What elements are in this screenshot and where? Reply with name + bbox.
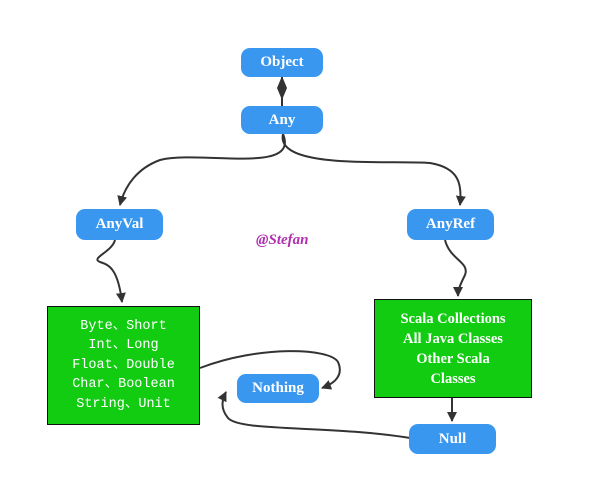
edge-valuetypes-nothing <box>199 350 341 390</box>
value-type-line: Float、Double <box>72 357 175 373</box>
node-anyref-label: AnyRef <box>425 216 476 232</box>
diamond-marker <box>277 76 287 100</box>
value-type-line: Byte、Short <box>80 318 167 334</box>
value-type-line: String、Unit <box>76 396 171 412</box>
node-any[interactable]: Any <box>241 106 323 134</box>
edge-null-nothing <box>217 391 411 439</box>
node-null-label: Null <box>438 430 467 447</box>
node-null[interactable]: Null <box>409 424 496 454</box>
node-nothing-label: Nothing <box>252 380 304 396</box>
edge-any-anyref <box>281 133 466 206</box>
node-anyval[interactable]: AnyVal <box>76 209 163 240</box>
node-object-label: Object <box>260 54 304 70</box>
node-anyref[interactable]: AnyRef <box>407 209 494 240</box>
watermark: @Stefan <box>256 232 309 248</box>
node-reference-types[interactable]: Scala Collections All Java Classes Other… <box>374 299 532 398</box>
node-object[interactable]: Object <box>241 48 323 77</box>
ref-type-line: All Java Classes <box>403 330 503 347</box>
ref-type-line: Scala Collections <box>400 310 506 327</box>
node-anyval-label: AnyVal <box>95 216 144 232</box>
node-nothing[interactable]: Nothing <box>237 374 319 403</box>
value-type-line: Int、Long <box>88 338 159 354</box>
ref-type-line: Other Scala <box>416 350 490 367</box>
node-any-label: Any <box>268 111 296 128</box>
value-type-line: Char、Boolean <box>72 377 175 393</box>
edge-anyval-valuetypes <box>96 239 126 303</box>
node-value-types[interactable]: Byte、Short Int、Long Float、Double Char、Bo… <box>47 306 200 425</box>
edge-any-anyval <box>117 133 286 206</box>
ref-type-line: Classes <box>430 370 476 387</box>
edge-anyref-reftypes <box>444 239 467 297</box>
